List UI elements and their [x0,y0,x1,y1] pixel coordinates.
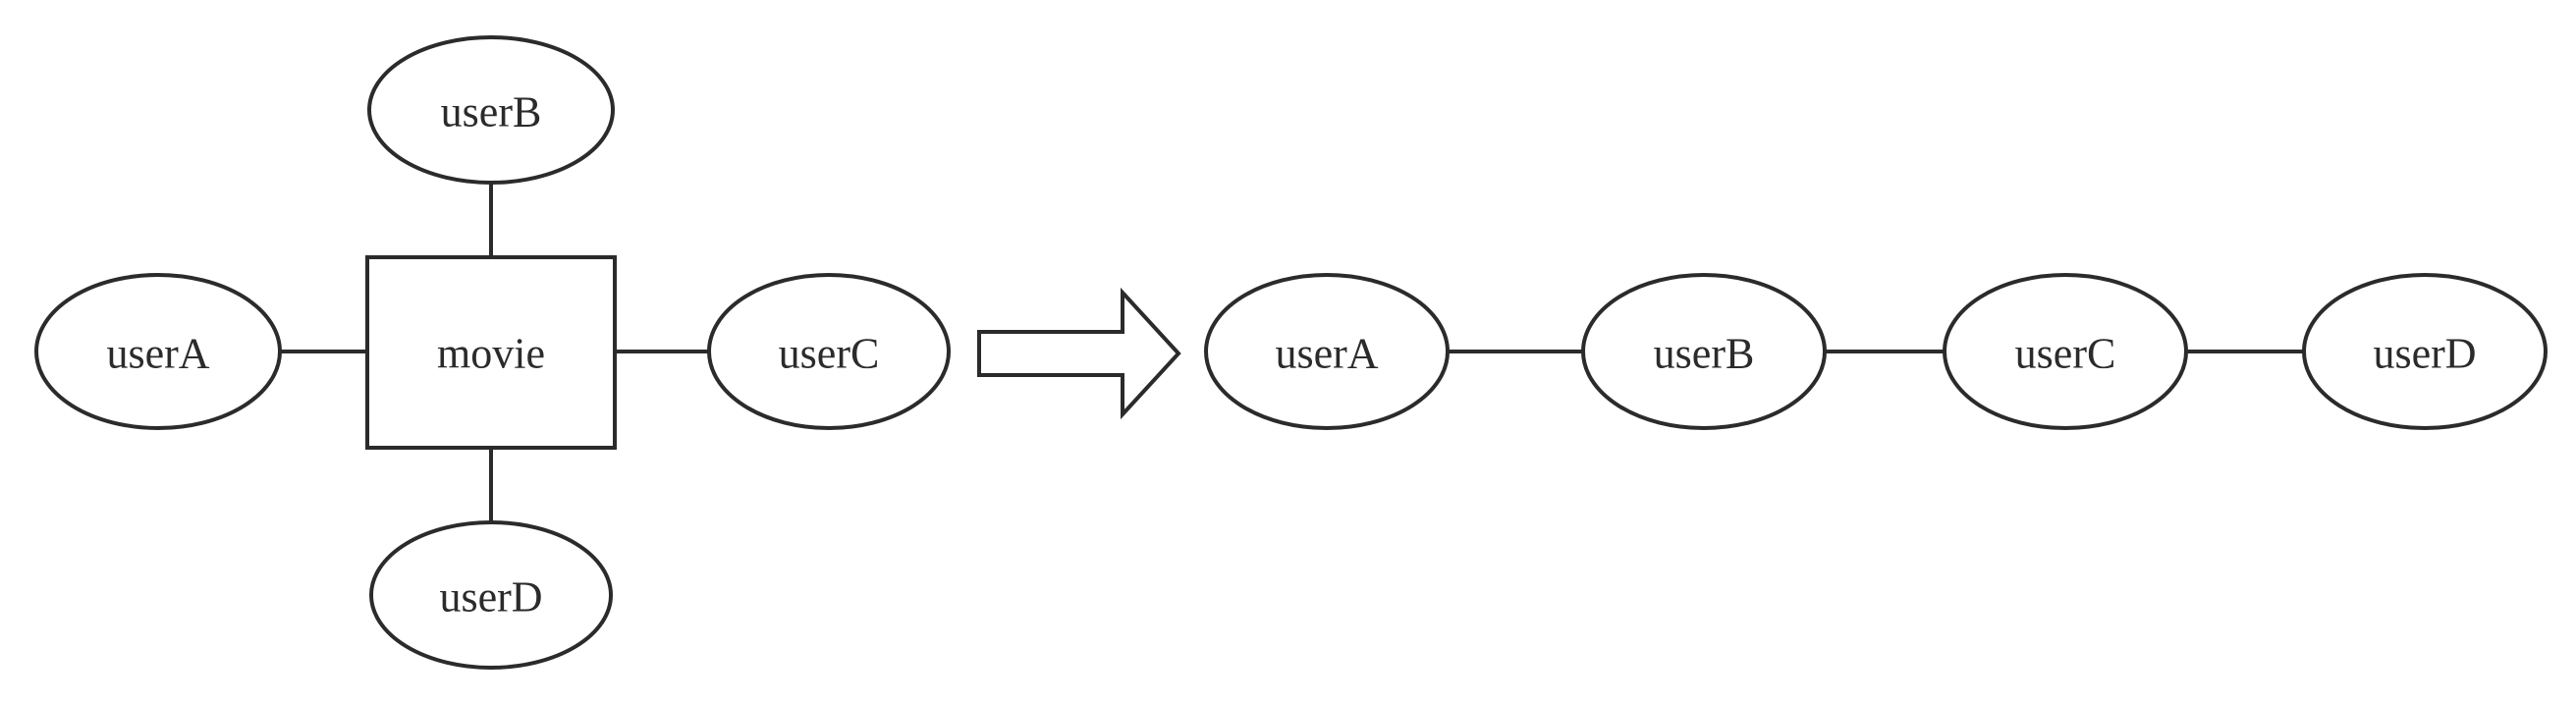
movie-node-label: movie [437,330,545,378]
user-node-left: userA [34,273,282,430]
chain-node-4-label: userD [2373,330,2476,378]
chain-node-4: userD [2302,273,2548,430]
user-chain-graph: userA userB userC userD [1204,273,2548,430]
chain-node-3: userC [1943,273,2188,430]
bipartite-graph: movie userB userA userC userD [34,35,951,670]
user-node-right-label: userC [779,330,880,378]
transform-arrow-icon [977,287,1181,420]
chain-node-1: userA [1204,273,1450,430]
chain-node-2-label: userB [1654,330,1755,378]
user-node-top: userB [367,35,615,185]
chain-node-1-label: userA [1275,330,1378,378]
movie-node: movie [365,255,617,450]
chain-node-2: userB [1581,273,1827,430]
user-node-top-label: userB [441,88,542,136]
user-node-bottom: userD [369,520,613,670]
user-node-bottom-label: userD [439,573,542,622]
chain-node-3-label: userC [2015,330,2116,378]
user-node-right: userC [707,273,951,430]
user-node-left-label: userA [106,330,209,378]
